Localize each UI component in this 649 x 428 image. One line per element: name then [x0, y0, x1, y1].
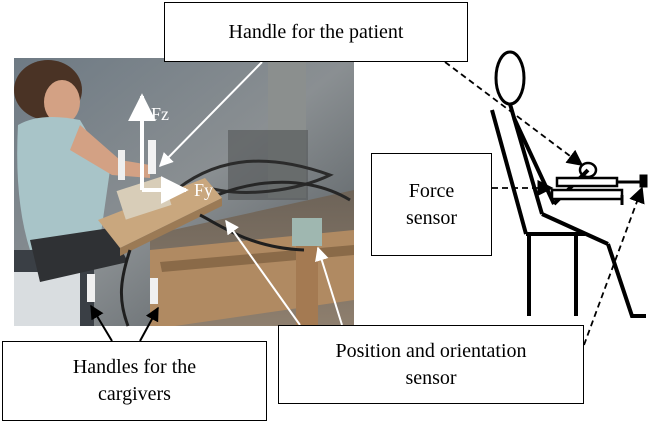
force-axes: Fz Fy [128, 93, 213, 204]
force-sensor-base [550, 188, 624, 201]
experiment-photo [14, 58, 354, 327]
position-sensor-label-box: Position and orientation sensor [278, 325, 584, 404]
caregiver-handle-pointer-left [90, 304, 113, 342]
position-sensor-marker [639, 174, 648, 188]
caregiver-handles-label-line2: cargivers [98, 383, 171, 405]
patient-handle-label: Handle for the patient [228, 20, 404, 43]
patient-handle-pointer [159, 61, 263, 167]
photo-pointers [159, 61, 343, 326]
patient-handle-dashed-pointer [444, 61, 584, 166]
patient-head [494, 50, 526, 106]
schematic-pointers [444, 61, 645, 346]
caregiver-handles-label-box: Handles for the cargivers [2, 341, 267, 421]
caregiver-handles-label-line1: Handles for the [72, 356, 197, 378]
caregiver-handle-pointer-right [139, 306, 159, 342]
position-sensor-label-line1: Position and orientation [335, 339, 527, 362]
force-sensor-label-line1: Force [408, 179, 455, 202]
patient-thigh [541, 212, 609, 246]
force-sensor-top [555, 176, 619, 188]
patient-handle-label-box: Handle for the patient [164, 2, 468, 62]
fz-axis-label: Fz [151, 104, 169, 124]
position-sensor-pointer-cable [225, 219, 301, 326]
force-sensor-label-box: Force sensor [371, 153, 492, 256]
position-sensor-label-line2: sensor [405, 366, 457, 389]
fy-axis-label: Fy [194, 180, 213, 200]
caregiver-pointers [90, 304, 159, 342]
chair-backrest [490, 109, 528, 235]
position-sensor-pointer-box [315, 246, 343, 326]
force-sensor-label-line2: sensor [405, 206, 458, 229]
position-sensor-dashed-pointer [583, 186, 645, 346]
patient-leg [606, 243, 646, 318]
stick-figure-schematic [490, 50, 648, 318]
